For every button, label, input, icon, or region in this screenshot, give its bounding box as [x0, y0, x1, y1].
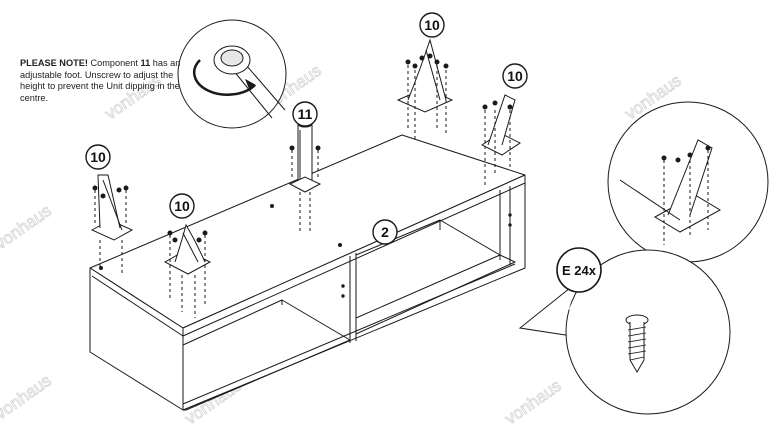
- adjustable-foot-note: PLEASE NOTE! Component 11 has an adjusta…: [20, 58, 190, 104]
- callout-label: 10: [507, 68, 523, 84]
- leg-back-center: [396, 38, 454, 140]
- watermark-text: vonhaus: [501, 376, 565, 428]
- callout-label: 10: [90, 149, 106, 165]
- screw-count-badge: E 24x: [556, 247, 602, 293]
- watermark-text: vonhaus: [0, 371, 55, 423]
- note-component: 11: [140, 58, 151, 68]
- screw-icon: [625, 314, 649, 373]
- callout-10-front-middle: 10: [169, 193, 195, 219]
- callout-10-back-right: 10: [502, 63, 528, 89]
- note-body: has an adjustable foot. Unscrew to adjus…: [20, 58, 181, 103]
- callout-label: 11: [298, 106, 313, 122]
- callout-2-carcass: 2: [372, 219, 398, 245]
- cabinet-right-side: [182, 174, 526, 411]
- foot-plate: [288, 176, 322, 193]
- callout-10-front-left: 10: [85, 144, 111, 170]
- leg-front-left: [90, 174, 134, 275]
- leg-back-right: [481, 94, 521, 185]
- note-prefix: PLEASE NOTE!: [20, 58, 88, 68]
- foot-detail-circle: [177, 19, 287, 129]
- callout-label: 2: [381, 224, 389, 240]
- watermark-text: vonhaus: [0, 201, 55, 253]
- callout-label: 10: [174, 198, 190, 214]
- leg-detail-circle: [607, 101, 769, 263]
- callout-10-back-center: 10: [419, 12, 445, 38]
- screws: [289, 145, 321, 151]
- cabinet-carcass: [89, 134, 526, 411]
- note-line1: Component: [87, 58, 141, 68]
- leg-front-middle: [163, 223, 212, 318]
- callout-11-center-foot: 11: [292, 101, 318, 127]
- screw-count-label: E 24x: [562, 263, 597, 278]
- callout-label: 10: [424, 17, 440, 33]
- screw-detail-circle: [518, 249, 731, 415]
